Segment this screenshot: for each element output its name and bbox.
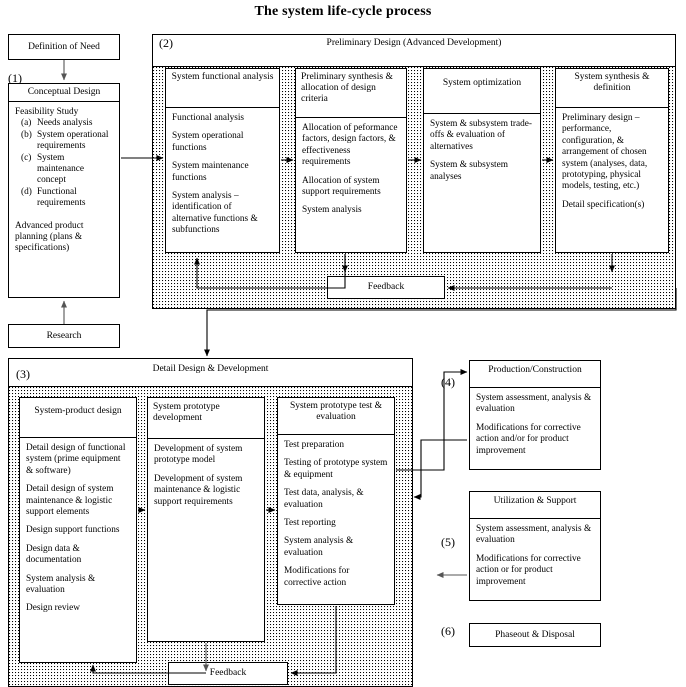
utilization-support-header: Utilization & Support <box>470 492 600 519</box>
detail-design-titlebar: (3) Detail Design & Development <box>9 359 412 386</box>
system-product-design-box: System-product design Detail design of f… <box>19 397 137 663</box>
definition-of-need-box: Definition of Need <box>8 34 120 60</box>
list-item: Development of system prototype model <box>154 444 243 466</box>
feedback-box-phase-3: Feedback <box>168 662 288 685</box>
system-optimization-header: System optimization <box>424 69 540 114</box>
list-item: System & subsystem trade-offs & evaluati… <box>430 119 532 152</box>
system-prototype-test-box: System prototype test & evaluation Test … <box>277 397 395 605</box>
preliminary-design-header: Preliminary Design (Advanced Development… <box>326 38 502 48</box>
feasibility-item-marker: (a) <box>21 118 32 129</box>
phaseout-disposal-box: Phaseout & Disposal <box>469 623 601 647</box>
preliminary-design-titlebar: (2) Preliminary Design (Advanced Develop… <box>153 35 675 52</box>
preliminary-synthesis-header: Preliminary synthesis & allocation of de… <box>296 69 406 118</box>
system-prototype-test-header: System prototype test & evaluation <box>278 398 394 435</box>
feasibility-item: (b) System operational requirements <box>15 130 113 153</box>
page-title: The system life-cycle process <box>254 4 432 19</box>
feasibility-item-text: System operational requirements <box>37 129 109 152</box>
system-product-design-body: Detail design of functional system (prim… <box>20 438 136 620</box>
list-item: Detail design of system maintenance & lo… <box>26 484 114 518</box>
list-item: System operational functions <box>172 131 244 153</box>
list-item: System maintenance functions <box>172 161 249 183</box>
list-item: Allocation of peformance factors, design… <box>302 123 398 168</box>
list-item: System analysis <box>302 205 362 216</box>
system-prototype-test-body: Test preparation Testing of prototype sy… <box>278 435 394 594</box>
feasibility-item: (d) Functional requirements <box>15 187 113 210</box>
list-item: Modifications for corrective action and/… <box>476 422 581 456</box>
list-item: System analysis – identification of alte… <box>172 191 258 236</box>
system-prototype-development-header: System prototype development <box>148 398 264 439</box>
list-item: System analysis & evaluation <box>284 536 354 558</box>
phase-1-number: (1) <box>8 71 22 85</box>
feasibility-item: (c) System maintenance concept <box>15 153 113 187</box>
list-item: Modifications for corrective action <box>284 566 350 588</box>
phase-6-number: (6) <box>441 624 455 638</box>
feedback-label: Feedback <box>367 282 405 292</box>
feedback-label: Feedback <box>209 668 247 678</box>
list-item: Detail specification(s) <box>562 199 645 210</box>
definition-of-need-label: Definition of Need <box>28 42 100 52</box>
conceptual-design-box: Conceptual Design Feasibility Study (a) … <box>8 83 120 298</box>
feasibility-heading: Feasibility Study <box>15 107 79 117</box>
feasibility-item-text: System maintenance concept <box>37 152 84 186</box>
feasibility-item: (a) Needs analysis <box>15 118 113 129</box>
utilization-support-box: Utilization & Support System assessment,… <box>469 491 601 601</box>
list-item: Test preparation <box>284 440 345 450</box>
list-item: Development of system maintenance & logi… <box>154 473 243 507</box>
list-item: Preliminary design – performance, config… <box>562 113 648 192</box>
system-prototype-development-body: Development of system prototype model De… <box>148 439 264 513</box>
list-item: Allocation of system support requirement… <box>302 175 381 198</box>
feasibility-item-text: Needs analysis <box>37 118 93 129</box>
conceptual-design-header: Conceptual Design <box>9 84 119 102</box>
system-functional-analysis-header: System functional analysis <box>166 69 279 108</box>
system-prototype-development-box: System prototype development Development… <box>147 397 265 642</box>
feasibility-item-text: Functional requirements <box>37 186 86 209</box>
list-item: Test data, analysis, & evaluation <box>284 488 364 510</box>
phaseout-disposal-header: Phaseout & Disposal <box>495 630 575 640</box>
utilization-support-body: System assessment, analysis & evaluation… <box>470 519 600 593</box>
list-item: Design support functions <box>26 525 120 536</box>
production-construction-header: Production/Construction <box>470 361 600 388</box>
list-item: System & subsystem analyses <box>430 160 508 182</box>
list-item: System analysis & evaluation <box>26 573 96 596</box>
research-box: Research <box>8 324 120 348</box>
phase-5-number: (5) <box>441 535 455 549</box>
list-item: Design review <box>26 603 80 614</box>
list-item: Modifications for corrective action or f… <box>476 553 581 587</box>
phase-4-number: (4) <box>441 375 455 389</box>
system-functional-analysis-box: System functional analysis Functional an… <box>165 68 280 253</box>
list-item: System assessment, analysis & evaluation <box>476 524 592 546</box>
advanced-product-planning-text: Advanced product planning (plans & speci… <box>15 220 84 254</box>
system-functional-analysis-body: Functional analysis System operational f… <box>166 108 279 242</box>
production-construction-box: Production/Construction System assessmen… <box>469 360 601 470</box>
list-item: Testing of prototype system & equipment <box>284 458 388 480</box>
system-optimization-body: System & subsystem trade-offs & evaluati… <box>424 114 540 188</box>
research-label: Research <box>46 331 82 341</box>
system-optimization-box: System optimization System & subsystem t… <box>423 68 541 253</box>
preliminary-synthesis-box: Preliminary synthesis & allocation of de… <box>295 68 407 253</box>
feasibility-item-marker: (b) <box>21 129 32 140</box>
phase-3-number: (3) <box>16 367 30 381</box>
preliminary-synthesis-body: Allocation of peformance factors, design… <box>296 118 406 222</box>
list-item: Detail design of functional system (prim… <box>26 443 126 476</box>
production-construction-body: System assessment, analysis & evaluation… <box>470 388 600 462</box>
list-item: System assessment, analysis & evaluation <box>476 393 592 415</box>
detail-design-header: Detail Design & Development <box>152 364 269 374</box>
feasibility-item-marker: (d) <box>21 186 32 197</box>
system-synthesis-definition-header: System synthesis & definition <box>556 69 668 108</box>
list-item: Test reporting <box>284 518 336 529</box>
system-synthesis-definition-box: System synthesis & definition Preliminar… <box>555 68 669 253</box>
system-synthesis-definition-body: Preliminary design – performance, config… <box>556 108 668 216</box>
feedback-box-phase-2: Feedback <box>327 276 445 299</box>
system-product-design-header: System-product design <box>20 398 136 438</box>
feasibility-item-marker: (c) <box>21 152 32 163</box>
conceptual-design-body: Feasibility Study (a) Needs analysis (b)… <box>9 102 119 260</box>
list-item: Design data & documentation <box>26 543 82 566</box>
feasibility-list: (a) Needs analysis (b) System operationa… <box>15 118 113 209</box>
list-item: Functional analysis <box>172 113 245 123</box>
phase-2-number: (2) <box>159 36 173 50</box>
